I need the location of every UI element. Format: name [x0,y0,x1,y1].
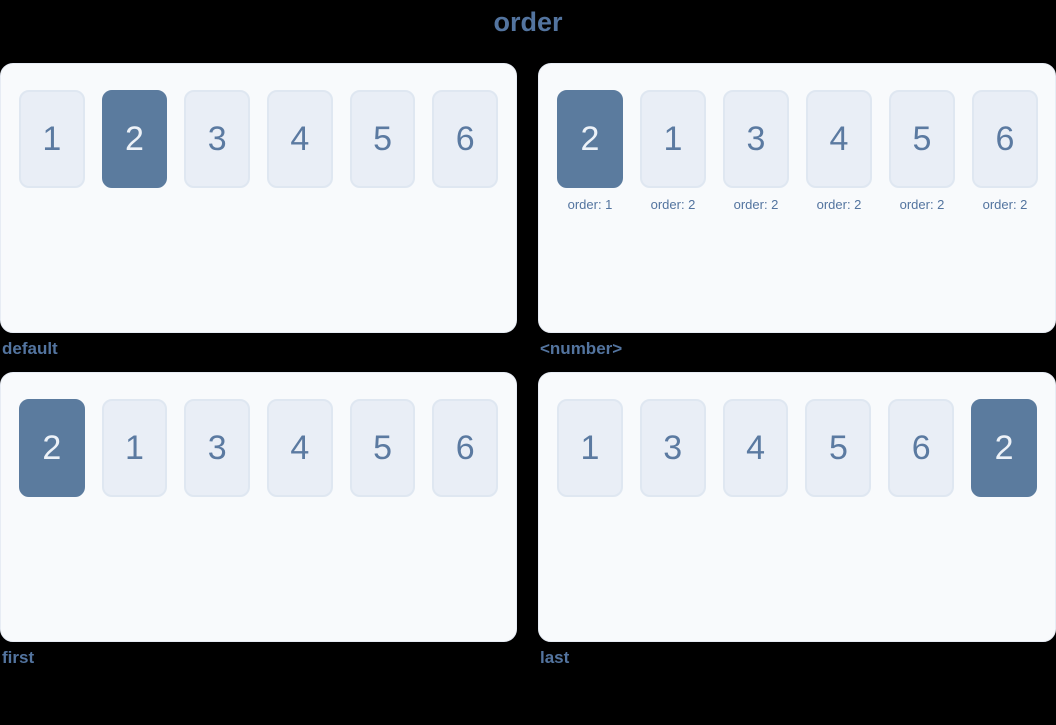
order-value-label: order: 2 [899,197,945,212]
flex-item-card: 2 [971,399,1037,497]
flex-item-card: 5 [349,90,416,188]
example-first-panel: 2 1 3 4 5 6 [0,372,517,642]
example-label-number: <number> [540,339,623,358]
example-last: 1 3 4 5 6 2 last [538,372,1056,667]
examples-grid: 1 2 3 4 5 6 default 2 order: 1 1 order: … [0,63,1056,667]
example-label-first: first [2,648,35,667]
example-default: 1 2 3 4 5 6 default [0,63,517,358]
flex-item-card: 6 [432,399,499,497]
flex-item-card: 5 [889,90,955,188]
example-number: 2 order: 1 1 order: 2 3 order: 2 4 order… [538,63,1056,358]
flex-item-card: 5 [805,399,872,497]
page-title: order [493,7,563,37]
flex-item-column: 6 order: 2 [972,90,1038,212]
order-value-label: order: 2 [650,197,696,212]
flex-item-card: 2 [19,399,85,497]
example-default-panel: 1 2 3 4 5 6 [0,63,517,333]
flex-item-column: 4 order: 2 [806,90,872,212]
flex-item-card: 6 [972,90,1038,188]
flex-item-card: 2 [101,90,168,188]
flex-item-card: 5 [349,399,416,497]
flex-item-card: 6 [432,90,499,188]
flex-item-card: 3 [723,90,789,188]
flex-item-card: 4 [267,90,333,188]
example-last-panel: 1 3 4 5 6 2 [538,372,1056,642]
flex-item-card: 1 [101,399,168,497]
flex-item-column: 2 order: 1 [557,90,623,212]
flex-item-card: 3 [184,399,251,497]
flex-item-card: 3 [184,90,251,188]
order-value-label: order: 2 [816,197,862,212]
flex-item-card: 1 [19,90,85,188]
flex-item-card: 2 [557,90,623,188]
example-number-panel: 2 order: 1 1 order: 2 3 order: 2 4 order… [538,63,1056,333]
example-label-default: default [2,339,58,358]
order-value-label: order: 2 [982,197,1028,212]
flex-item-card: 4 [267,399,333,497]
flex-item-card: 4 [722,399,789,497]
flex-item-card: 3 [639,399,706,497]
order-value-label: order: 2 [733,197,779,212]
order-value-label: order: 1 [567,197,613,212]
flex-item-card: 1 [640,90,706,188]
example-label-last: last [540,648,570,667]
flex-item-card: 1 [557,399,623,497]
flex-item-column: 5 order: 2 [889,90,955,212]
flex-item-column: 3 order: 2 [723,90,789,212]
flex-item-card: 6 [888,399,955,497]
flex-item-column: 1 order: 2 [640,90,706,212]
flex-item-card: 4 [806,90,872,188]
example-first: 2 1 3 4 5 6 first [0,372,517,667]
